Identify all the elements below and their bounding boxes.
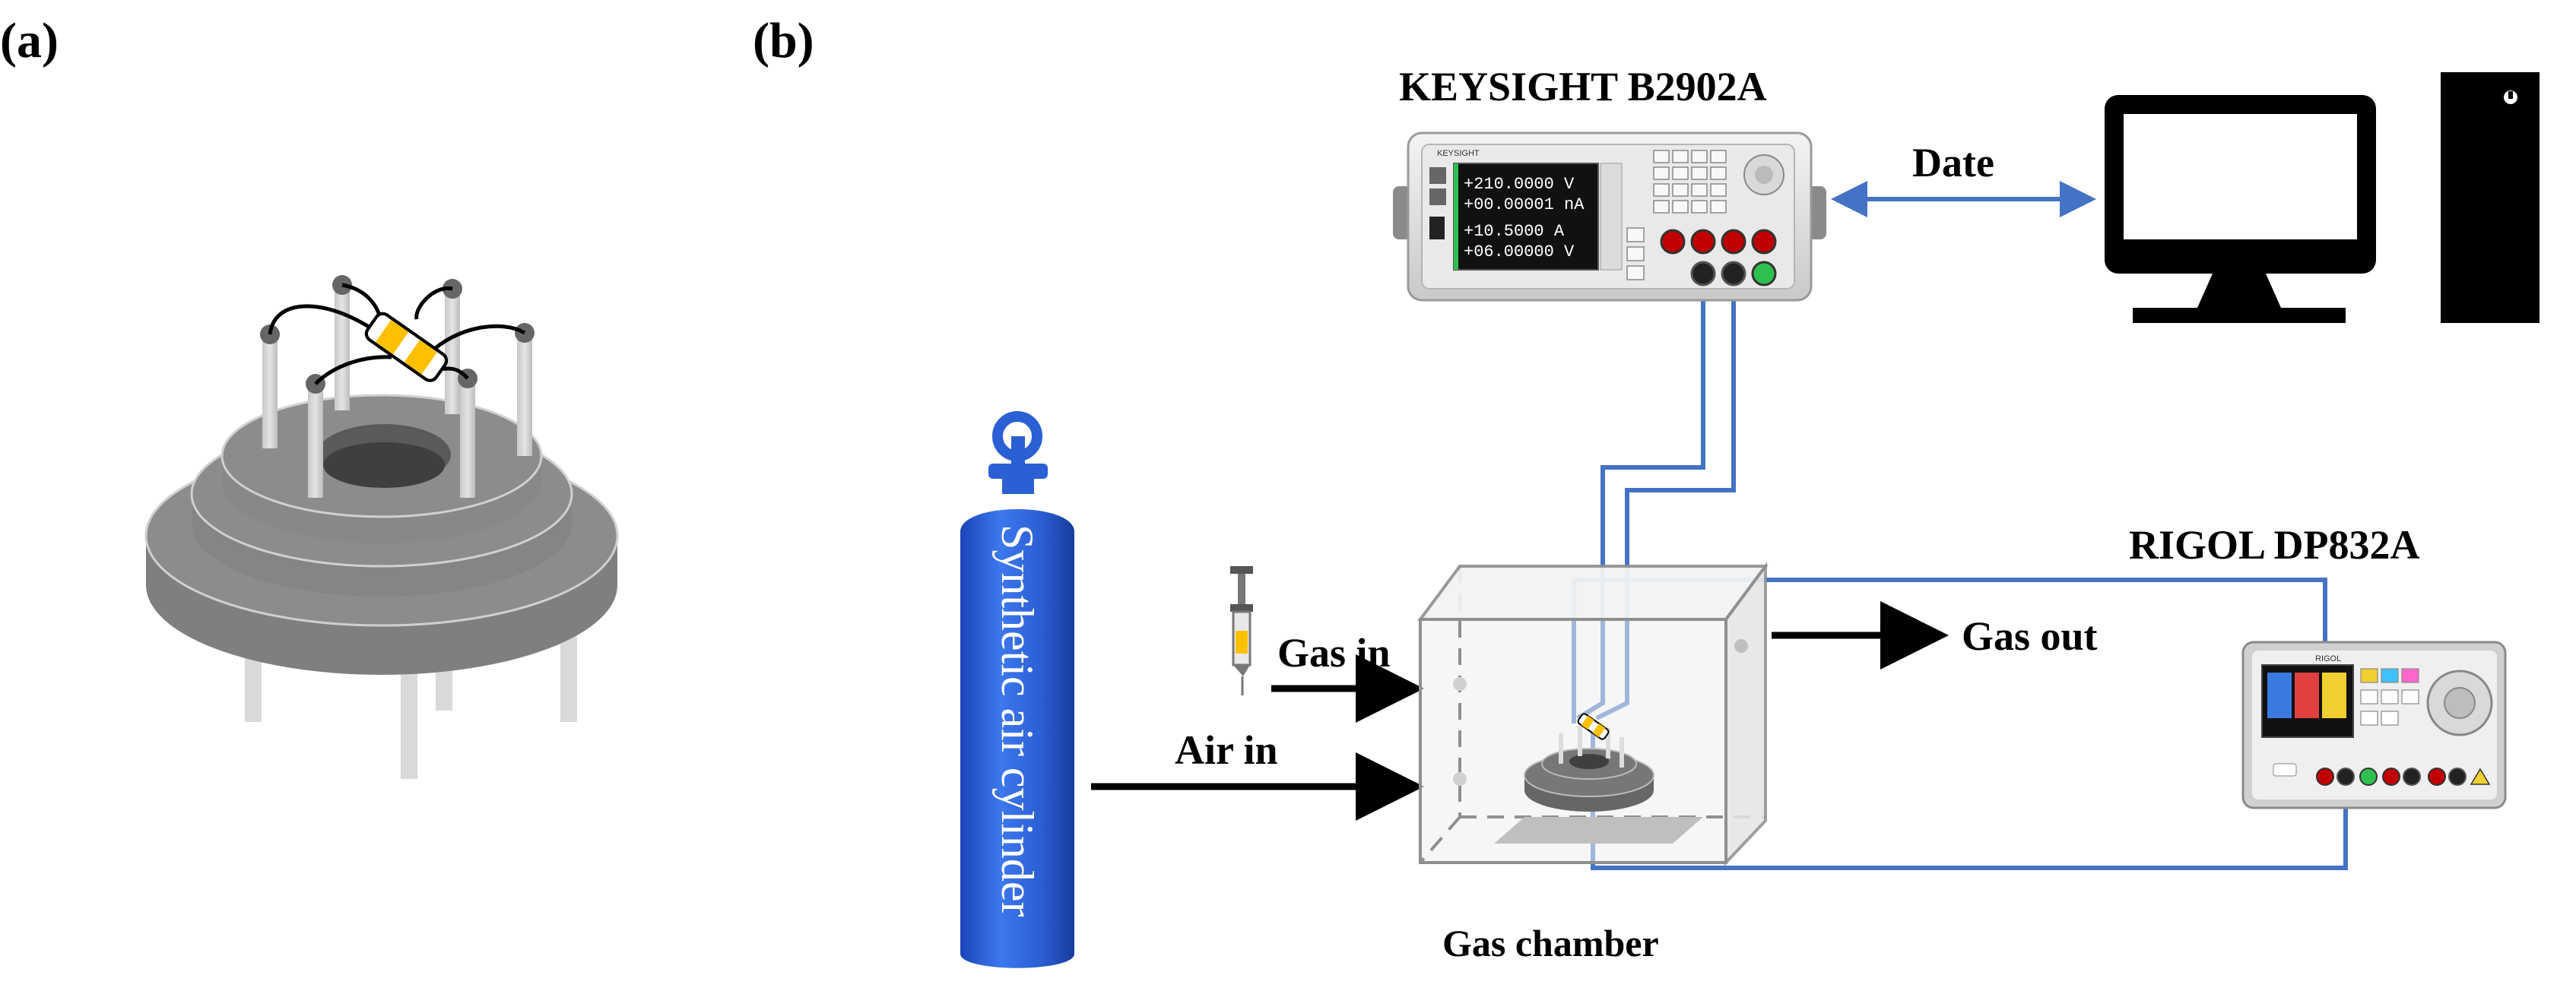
screen-row-1: +210.0000 V	[1464, 175, 1575, 194]
keysight-label: KEYSIGHT B2902A	[1399, 64, 1767, 109]
rigol-label: RIGOL DP832A	[2129, 522, 2420, 568]
gas-in-label: Gas in	[1277, 630, 1391, 676]
gas-sensor-element	[364, 312, 449, 382]
gas-chamber	[1417, 561, 1769, 867]
cylinder-label: Synthetic air cylinder	[992, 524, 1042, 917]
panel-label-a: (a)	[0, 13, 59, 68]
synthetic-air-cylinder: Synthetic air cylinder	[960, 411, 1074, 968]
keysight-brand: KEYSIGHT	[1437, 149, 1480, 158]
sensor-base-small	[1524, 713, 1654, 812]
screen-row-4: +06.00000 V	[1464, 242, 1575, 261]
gas-out-label: Gas out	[1962, 613, 2098, 659]
syringe-icon	[1230, 566, 1253, 695]
sensor-base-large	[144, 275, 619, 779]
screen-row-3: +10.5000 A	[1464, 222, 1565, 241]
panel-label-b: (b)	[753, 13, 814, 68]
air-in-label: Air in	[1175, 727, 1278, 773]
rigol-brand: RIGOL	[2315, 654, 2341, 663]
date-label: Date	[1912, 140, 1994, 185]
keysight-smu: KEYSIGHT +210.0000 V +00.00001 nA +10.50…	[1393, 131, 1826, 302]
screen-row-2: +00.00001 nA	[1464, 195, 1585, 214]
gas-chamber-label: Gas chamber	[1442, 922, 1659, 964]
computer-icon	[2105, 72, 2540, 323]
rigol-power-supply: RIGOL	[2241, 641, 2507, 809]
keysight-display	[1453, 163, 1599, 271]
